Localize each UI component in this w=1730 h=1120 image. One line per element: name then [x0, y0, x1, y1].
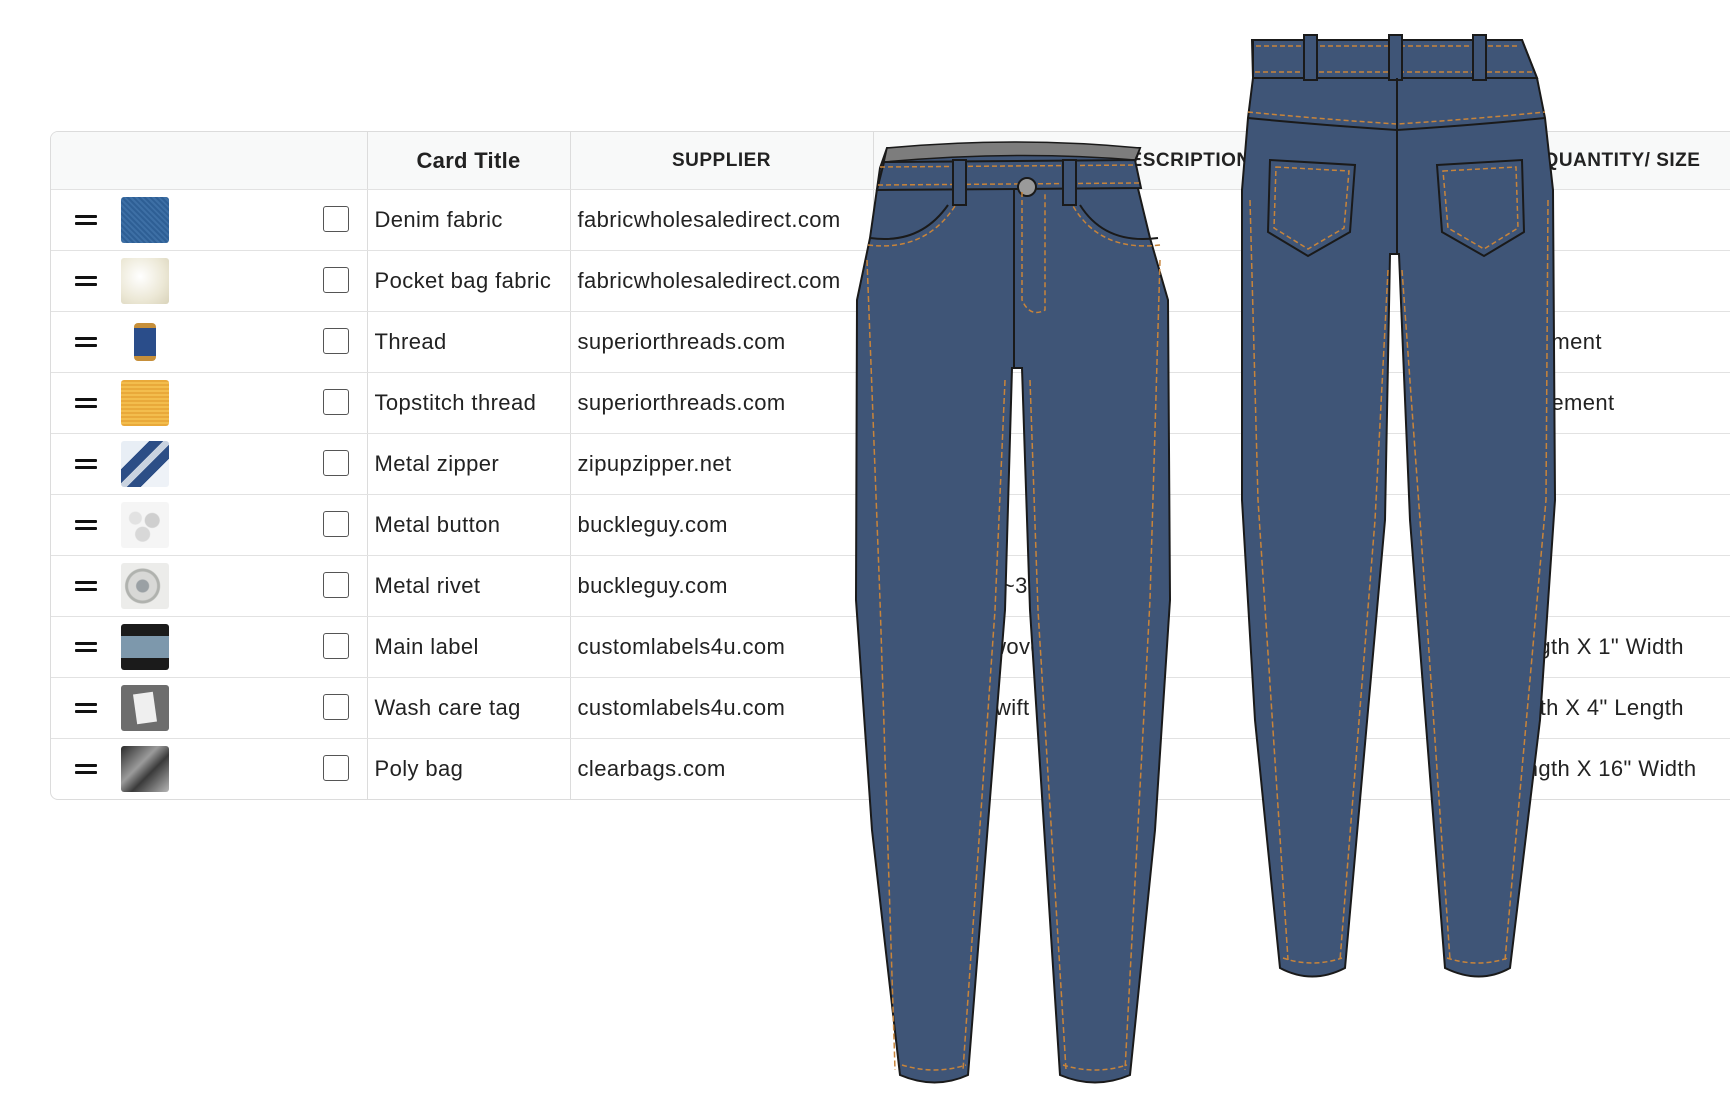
drag-handle-icon[interactable]: [75, 642, 97, 652]
quantity-cell[interactable]: [1493, 250, 1730, 312]
card-title-cell[interactable]: Thread: [367, 311, 571, 373]
bill-of-materials-table: Card Title SUPPLIER DESCRIPTION QUANTITY…: [50, 131, 1730, 800]
metal-zipper-thumbnail: [121, 441, 169, 487]
table-row[interactable]: Pocket bag fabric fabricwholesaledirect.…: [51, 250, 1730, 312]
row-checkbox[interactable]: [323, 633, 349, 659]
denim-fabric-thumbnail: [121, 197, 169, 243]
row-controls: [51, 494, 368, 556]
row-controls: [51, 555, 368, 617]
topstitch-thread-thumbnail: [121, 380, 169, 426]
description-cell[interactable]: plus de: [873, 311, 1494, 373]
table-row[interactable]: Wash care tag customlabels4u.com S ed sa…: [51, 677, 1730, 739]
card-title-cell[interactable]: Topstitch thread: [367, 372, 571, 434]
card-title-cell[interactable]: Metal zipper: [367, 433, 571, 495]
supplier-cell[interactable]: clearbags.com: [570, 738, 874, 799]
card-title-header[interactable]: Card Title: [367, 132, 571, 190]
supplier-cell[interactable]: customlabels4u.com: [570, 677, 874, 739]
description-cell[interactable]: Lightweight Fabric: [873, 189, 1494, 251]
quantity-size-header[interactable]: QUANTITY/ SIZE: [1493, 132, 1730, 190]
drag-handle-icon[interactable]: [75, 215, 97, 225]
table-row[interactable]: Topstitch thread superiorthreads.com plu…: [51, 372, 1730, 434]
drag-handle-icon[interactable]: [75, 276, 97, 286]
wash-care-tag-thumbnail: [121, 685, 169, 731]
poly-bag-thumbnail: [121, 746, 169, 792]
description-cell[interactable]: [873, 250, 1494, 312]
row-controls: [51, 433, 368, 495]
supplier-cell[interactable]: customlabels4u.com: [570, 616, 874, 678]
supplier-cell[interactable]: superiorthreads.com: [570, 372, 874, 434]
row-checkbox[interactable]: [323, 694, 349, 720]
quantity-cell[interactable]: [1493, 189, 1730, 251]
table-header-row: Card Title SUPPLIER DESCRIPTION QUANTITY…: [51, 132, 1730, 190]
table-row[interactable]: Metal zipper zipupzipper.net TM er: [51, 433, 1730, 495]
quantity-cell[interactable]: [1493, 555, 1730, 617]
drag-handle-icon[interactable]: [75, 337, 97, 347]
row-controls: [51, 677, 368, 739]
card-title-cell[interactable]: Pocket bag fabric: [367, 250, 571, 312]
drag-handle-icon[interactable]: [75, 520, 97, 530]
select-column-header: [51, 132, 368, 190]
card-title-cell[interactable]: Poly bag: [367, 738, 571, 799]
quantity-cell[interactable]: [1493, 494, 1730, 556]
row-checkbox[interactable]: [323, 267, 349, 293]
quantity-cell[interactable]: Length X 1" Width: [1493, 616, 1730, 678]
thread-spool-thumbnail: [121, 319, 169, 365]
main-label-thumbnail: [121, 624, 169, 670]
metal-button-thumbnail: [121, 502, 169, 548]
description-cell[interactable]: P g Plast: [873, 738, 1494, 799]
card-title-cell[interactable]: Main label: [367, 616, 571, 678]
description-header[interactable]: DESCRIPTION: [873, 132, 1494, 190]
quantity-cell[interactable]: [1493, 433, 1730, 495]
description-cell[interactable]: , sha ter 2.0~3.0r k len: [873, 555, 1494, 617]
row-checkbox[interactable]: [323, 328, 349, 354]
row-checkbox[interactable]: [323, 755, 349, 781]
row-controls: [51, 250, 368, 312]
row-checkbox[interactable]: [323, 389, 349, 415]
row-controls: [51, 372, 368, 434]
description-cell[interactable]: TM er: [873, 433, 1494, 495]
quantity-cell[interactable]: quirement: [1493, 311, 1730, 373]
drag-handle-icon[interactable]: [75, 703, 97, 713]
drag-handle-icon[interactable]: [75, 398, 97, 408]
row-checkbox[interactable]: [323, 511, 349, 537]
supplier-cell[interactable]: buckleguy.com: [570, 555, 874, 617]
supplier-cell[interactable]: fabricwholesaledirect.com: [570, 250, 874, 312]
row-checkbox[interactable]: [323, 206, 349, 232]
quantity-cell[interactable]: Length X 16" Width: [1493, 738, 1730, 799]
drag-handle-icon[interactable]: [75, 764, 97, 774]
drag-handle-icon[interactable]: [75, 581, 97, 591]
supplier-cell[interactable]: zipupzipper.net: [570, 433, 874, 495]
table-row[interactable]: Main label customlabels4u.com S inted go…: [51, 616, 1730, 678]
quantity-cell[interactable]: equirement: [1493, 372, 1730, 434]
card-title-cell[interactable]: Wash care tag: [367, 677, 571, 739]
card-title-cell[interactable]: Metal button: [367, 494, 571, 556]
table-row[interactable]: Metal rivet buckleguy.com , sha ter 2.0~…: [51, 555, 1730, 617]
supplier-cell[interactable]: fabricwholesaledirect.com: [570, 189, 874, 251]
row-checkbox[interactable]: [323, 572, 349, 598]
pocket-bag-fabric-thumbnail: [121, 258, 169, 304]
metal-rivet-thumbnail: [121, 563, 169, 609]
table-row[interactable]: Metal button buckleguy.com oun: [51, 494, 1730, 556]
supplier-cell[interactable]: superiorthreads.com: [570, 311, 874, 373]
supplier-header[interactable]: SUPPLIER: [570, 132, 874, 190]
card-title-cell[interactable]: Metal rivet: [367, 555, 571, 617]
table-row[interactable]: Poly bag clearbags.com P g Plast Length …: [51, 738, 1730, 799]
drag-handle-icon[interactable]: [75, 459, 97, 469]
description-cell[interactable]: oun: [873, 494, 1494, 556]
description-cell[interactable]: S inted go woven la: [873, 616, 1494, 678]
row-controls: [51, 616, 368, 678]
table-row[interactable]: Denim fabric fabricwholesaledirect.com L…: [51, 189, 1730, 251]
row-controls: [51, 738, 368, 799]
table-row[interactable]: Thread superiorthreads.com plus de quire…: [51, 311, 1730, 373]
description-cell[interactable]: S ed sa e swift tack side s: [873, 677, 1494, 739]
description-cell[interactable]: plus jea: [873, 372, 1494, 434]
row-controls: [51, 311, 368, 373]
supplier-cell[interactable]: buckleguy.com: [570, 494, 874, 556]
row-checkbox[interactable]: [323, 450, 349, 476]
quantity-cell[interactable]: Width X 4" Length: [1493, 677, 1730, 739]
card-title-cell[interactable]: Denim fabric: [367, 189, 571, 251]
row-controls: [51, 189, 368, 251]
